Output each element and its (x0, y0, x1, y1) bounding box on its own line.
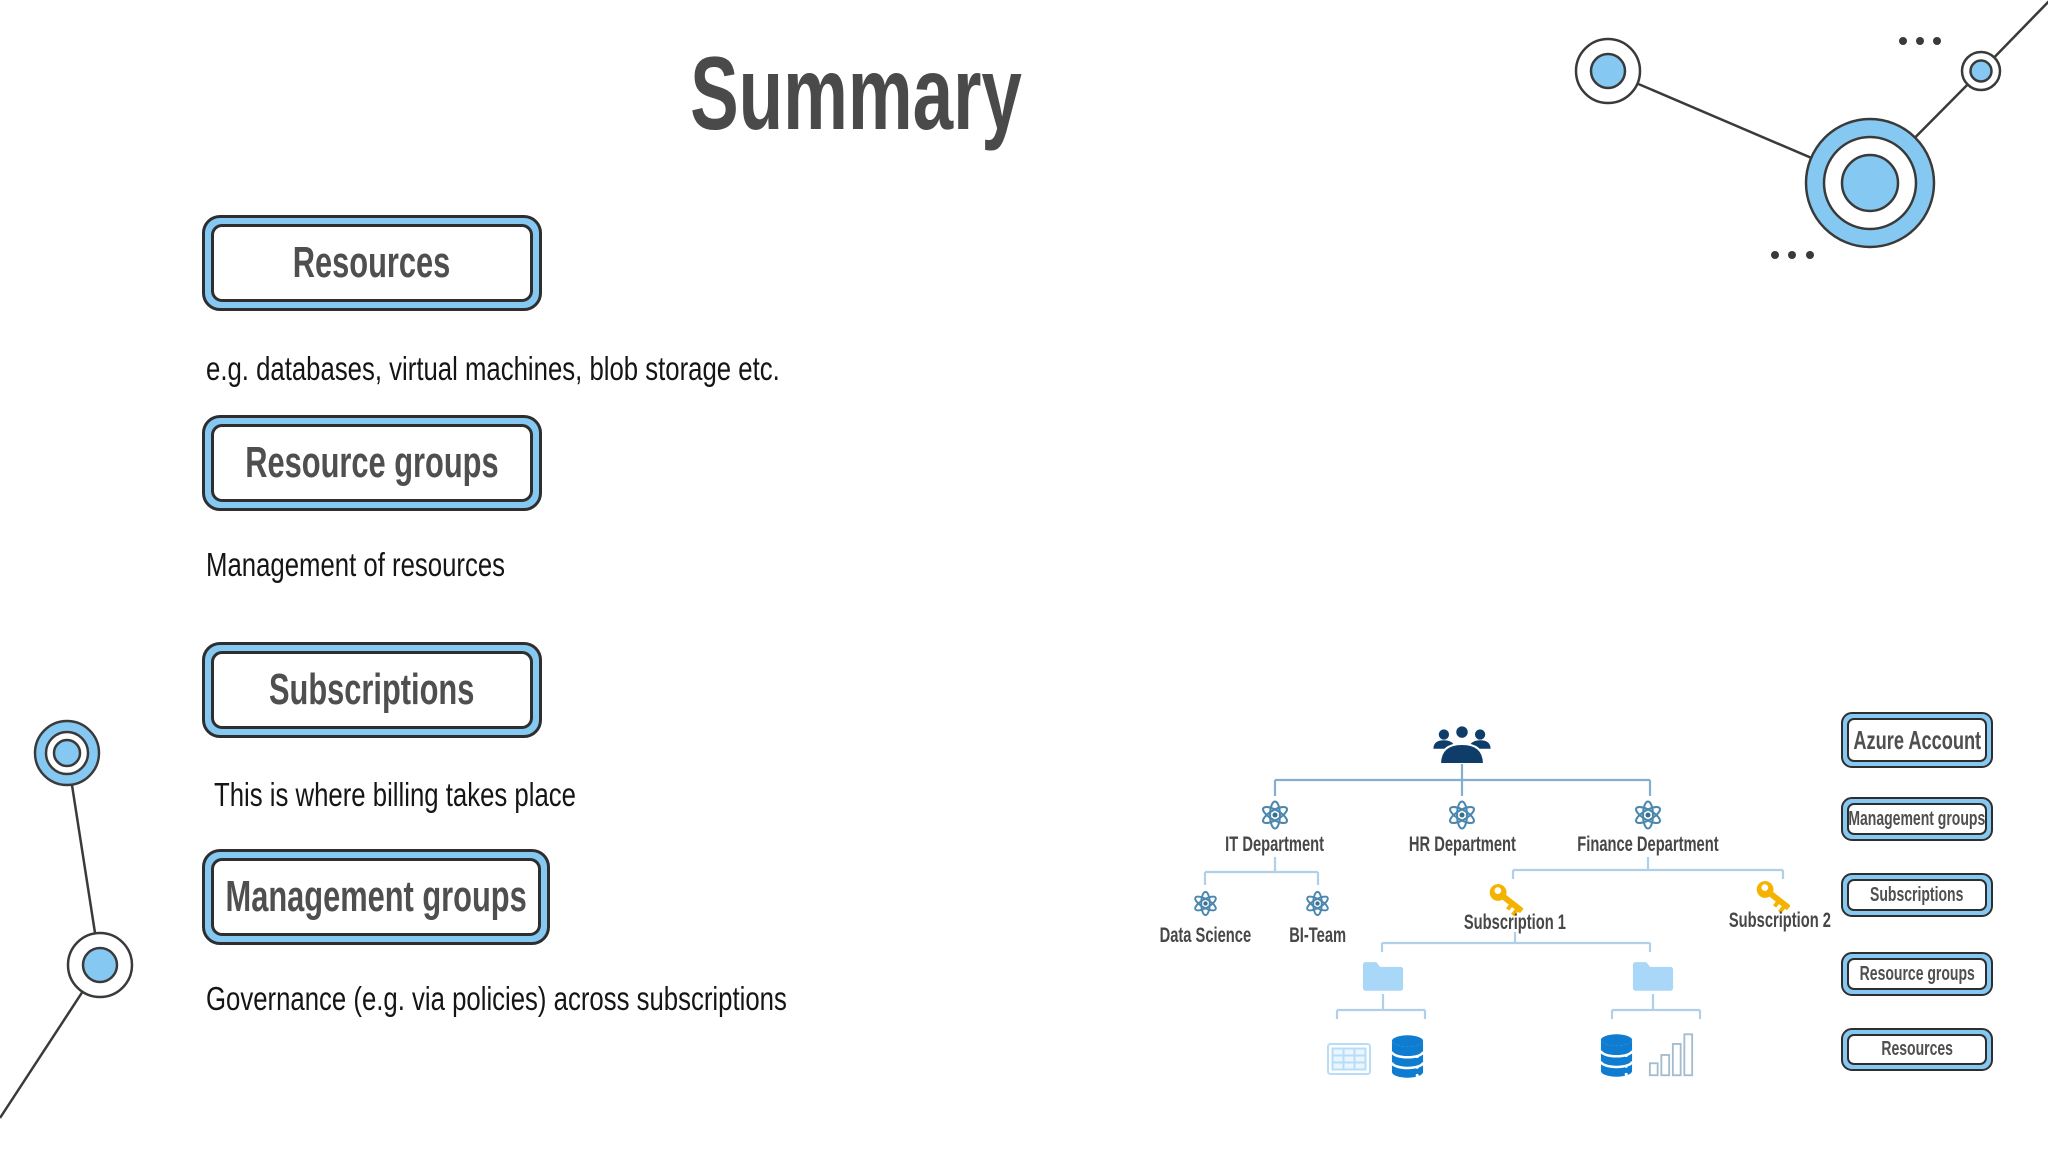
concept-description-management-groups: Governance (e.g. via policies) across su… (206, 980, 787, 1017)
org-connector-root (1273, 763, 1652, 796)
concept-label: Management groups (225, 872, 527, 921)
folder-icon (1632, 962, 1674, 991)
people-icon (1433, 724, 1491, 764)
concept-box-management-groups: Management groups (202, 849, 550, 945)
concept-box-subscriptions: Subscriptions (202, 642, 542, 738)
database-icon (1599, 1034, 1634, 1077)
department-label-finance: Finance Department (1577, 833, 1719, 856)
scope-box-resources: Resources (1841, 1028, 1993, 1071)
network-decoration-top-right (1574, 0, 2048, 259)
department-label-hr: HR Department (1408, 833, 1516, 856)
network-decoration-bottom-left (0, 719, 134, 1119)
concept-description-resource-groups: Management of resources (206, 546, 506, 583)
key-icon (1489, 884, 1524, 917)
department-label-it: IT Department (1225, 833, 1325, 856)
atom-icon (1449, 800, 1475, 830)
team-label-data-science: Data Science (1159, 924, 1251, 947)
bar-chart-icon (1648, 1033, 1694, 1077)
ellipsis-dots (1771, 37, 1941, 259)
scope-box-azure-account: Azure Account (1841, 712, 1993, 768)
concept-description-resources: e.g. databases, virtual machines, blob s… (206, 350, 780, 387)
subscription-label-2: Subscription 2 (1728, 909, 1832, 932)
database-icon (1390, 1035, 1425, 1078)
scope-box-subscriptions: Subscriptions (1841, 873, 1993, 917)
key-icon (1756, 881, 1791, 914)
concept-description-subscriptions: This is where billing takes place (214, 776, 576, 813)
atom-icon (1262, 800, 1288, 830)
folder-icon (1362, 962, 1404, 991)
org-connectors-children (1203, 857, 1785, 1019)
atom-icon (1635, 800, 1661, 830)
table-icon (1327, 1043, 1371, 1075)
concept-label: Resource groups (245, 438, 499, 487)
page-title-text: Summary (690, 36, 1022, 152)
atom-icon (1306, 890, 1329, 917)
concept-label: Subscriptions (269, 665, 475, 714)
scope-box-management-groups: Management groups (1841, 797, 1993, 841)
concept-box-resources: Resources (202, 215, 542, 311)
atom-icon (1194, 890, 1217, 917)
subscription-label-1: Subscription 1 (1463, 911, 1567, 934)
concept-box-resource-groups: Resource groups (202, 415, 542, 511)
page-title: Summary (456, 36, 1256, 152)
concept-label: Resources (293, 238, 451, 287)
scope-box-resource-groups: Resource groups (1841, 952, 1993, 996)
team-label-bi-team: BI-Team (1289, 924, 1347, 947)
